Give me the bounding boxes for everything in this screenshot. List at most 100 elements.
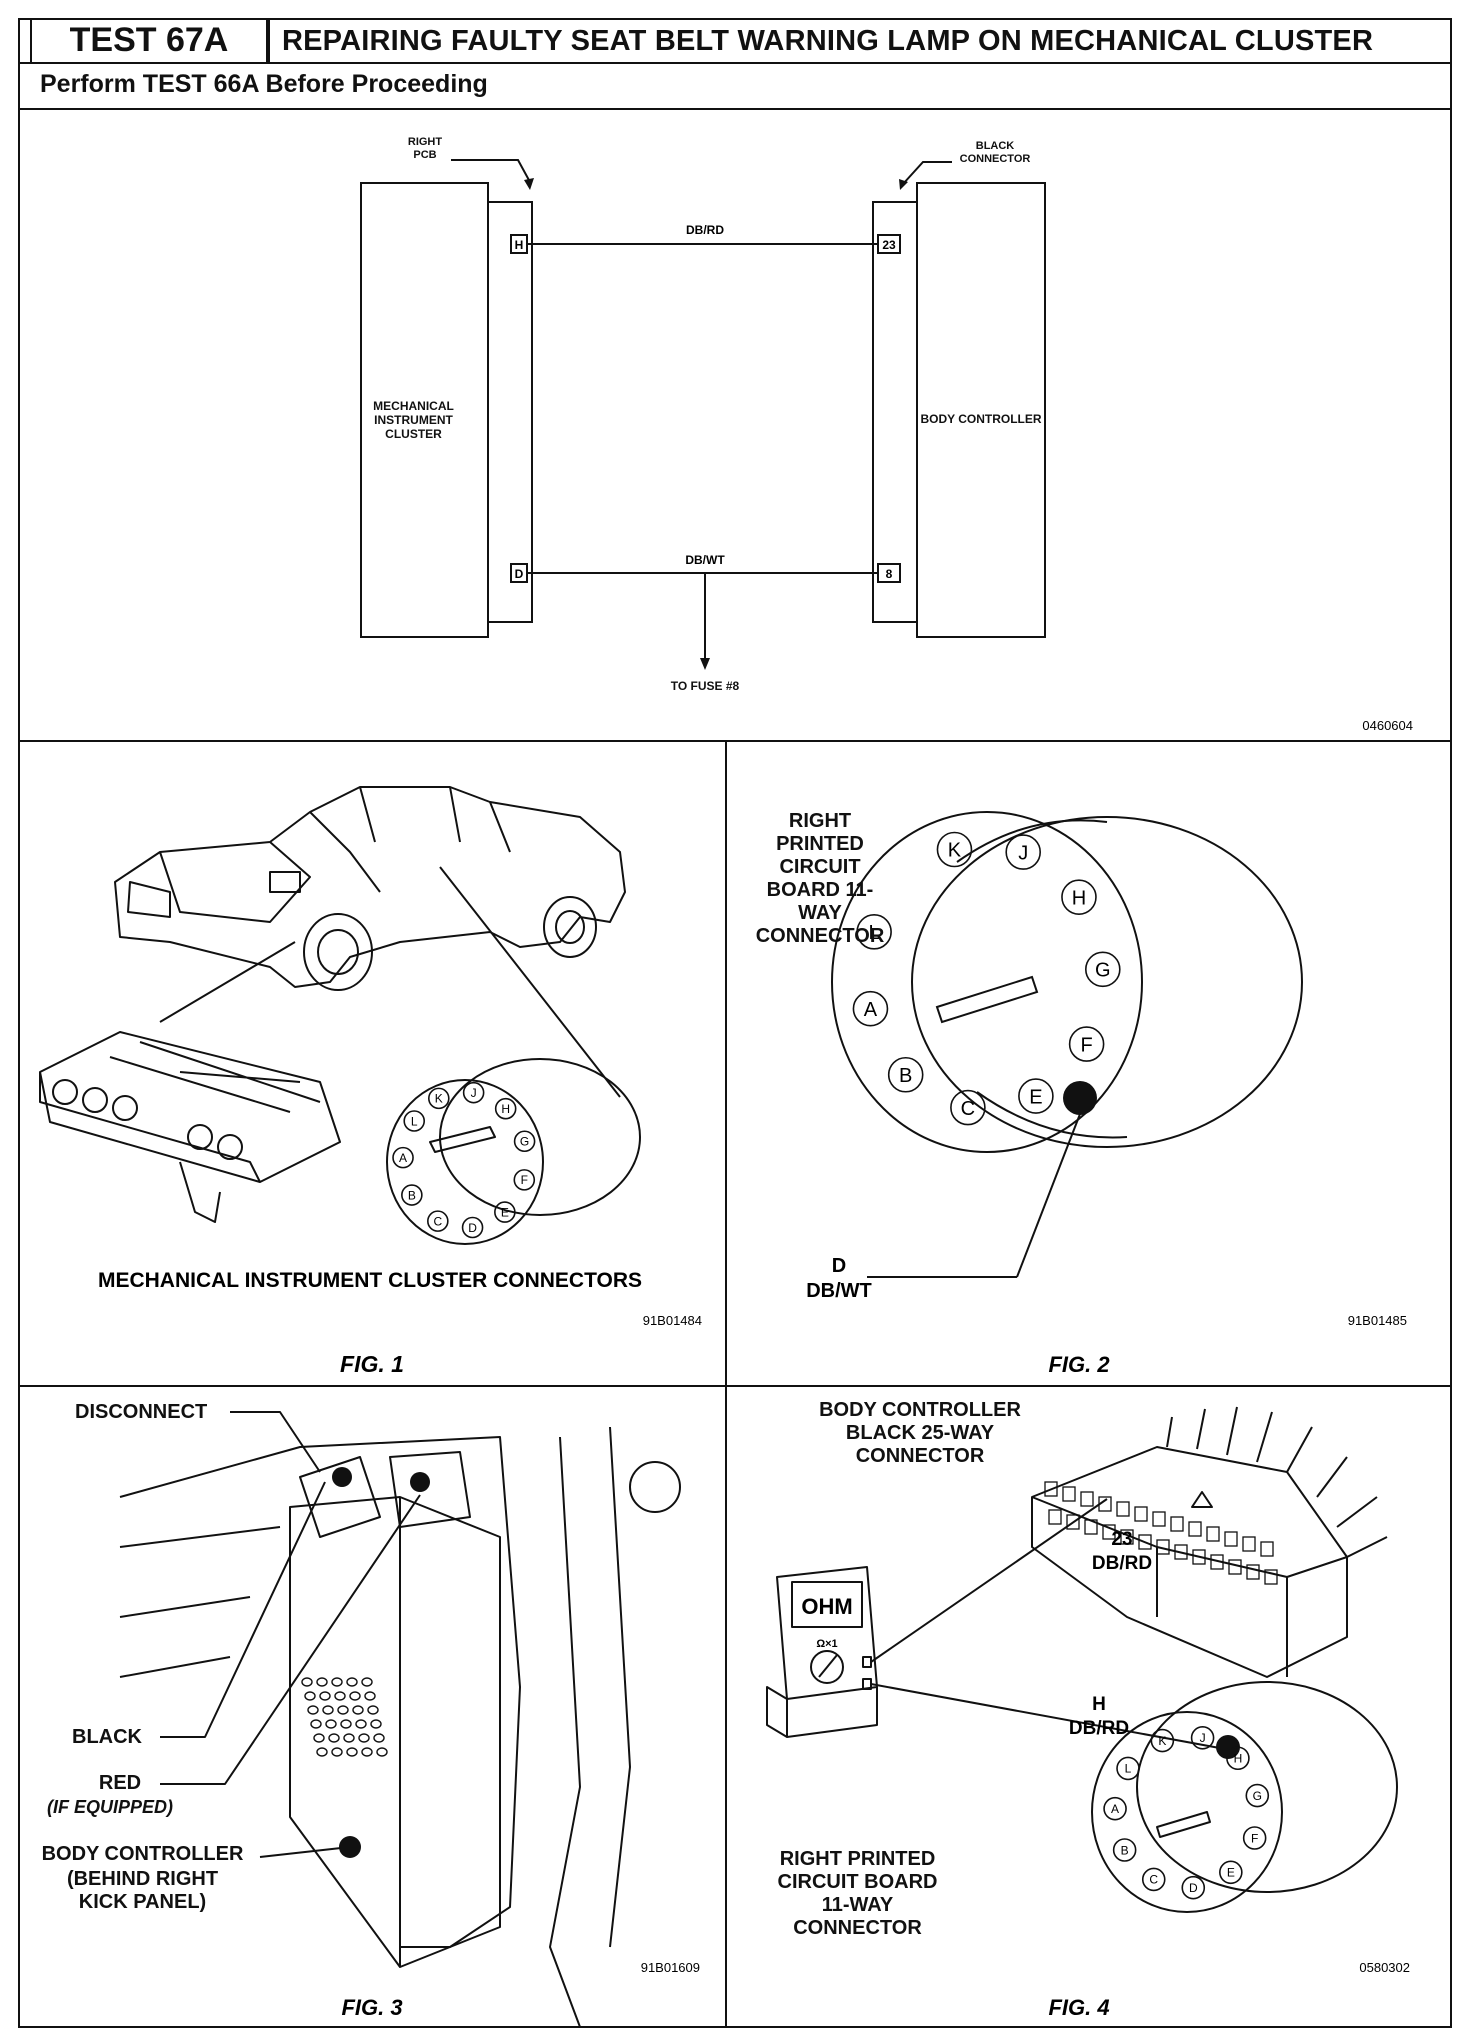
fig2-pins-pin-b-circle <box>887 1056 924 1093</box>
fig4-pins-pin-k: K <box>1158 1734 1166 1748</box>
connector-slot <box>1156 1539 1170 1555</box>
vent-hole <box>376 1747 388 1757</box>
fig4-pins-pin-b: B <box>1121 1843 1129 1857</box>
body-controller-location: (BEHIND RIGHT KICK PANEL) <box>66 1868 219 1913</box>
fig1-pins-pin-a-circle <box>392 1146 414 1169</box>
fuse-arrow <box>700 658 710 670</box>
hinge-detail <box>629 1461 681 1513</box>
car-outline <box>114 786 626 988</box>
vent-hole <box>346 1677 358 1687</box>
vent-hole <box>319 1691 331 1701</box>
fig4-wires <box>1166 1406 1388 1558</box>
fig4-caption: FIG. 4 <box>1048 1995 1109 2020</box>
fig2-caption: FIG. 2 <box>1048 1352 1110 1377</box>
door-frame <box>549 1426 631 2027</box>
fig1-pins-pin-g-circle <box>513 1130 536 1153</box>
connector-slot <box>1246 1564 1260 1580</box>
fig2-pins-pin-g: G <box>1095 960 1111 982</box>
car-windshield <box>309 811 381 893</box>
fig1-pins-pin-h-circle <box>494 1097 517 1120</box>
fig4-pins-pin-l: L <box>1125 1762 1132 1776</box>
harness-latch <box>179 1161 221 1223</box>
fig1-pins-pin-b-circle <box>401 1184 423 1206</box>
connector-slot <box>1120 1529 1134 1545</box>
fig4-pins-pin-k-circle <box>1150 1728 1175 1753</box>
fig4-pins-pin-h: H <box>1234 1752 1243 1766</box>
vent-hole <box>358 1733 370 1743</box>
black-connector-dot <box>332 1467 352 1487</box>
fig1-pins-pin-j: J <box>471 1086 477 1100</box>
right-pcb-leader <box>451 159 531 183</box>
connector-slot <box>1098 1496 1112 1512</box>
fuse-label: TO FUSE #8 <box>670 679 740 693</box>
fig2-leader <box>1016 1113 1081 1278</box>
fig2-pins-pin-l-circle <box>856 914 892 950</box>
fig2-pins-pin-h-circle <box>1061 879 1097 915</box>
connector-slot <box>1044 1481 1058 1497</box>
fig1-caption: FIG. 1 <box>340 1351 404 1377</box>
round-connector-body <box>439 1058 641 1216</box>
header-divider <box>18 62 1452 64</box>
fig4-pins-pin-d-circle <box>1181 1875 1206 1900</box>
fig3-caption: FIG. 3 <box>341 1995 402 2020</box>
connector-slot <box>1152 1511 1166 1527</box>
fig2-connector-face <box>831 811 1143 1153</box>
body-controller-label: BODY CONTROLLER <box>41 1843 244 1865</box>
wiring-schematic: H D 23 8 DB/RD DB/WT 0460604 <box>360 159 1413 733</box>
vent-hole <box>331 1747 343 1757</box>
connector-slot <box>1224 1531 1238 1547</box>
fig1-code: 91B01484 <box>643 1313 702 1328</box>
fig4-code: 0580302 <box>1359 1960 1410 1975</box>
fig4-pins-pin-a-circle <box>1103 1796 1127 1821</box>
black-label: BLACK <box>72 1726 142 1748</box>
connector-slot <box>1170 1516 1184 1532</box>
vent-hole <box>328 1733 340 1743</box>
fig4-key <box>1156 1811 1211 1838</box>
fig4-pins-pin-c: C <box>1149 1873 1158 1887</box>
connector-slot <box>1116 1501 1130 1517</box>
red-connector-plug <box>389 1451 471 1528</box>
fig3-code: 91B01609 <box>641 1960 700 1975</box>
pin-left-bottom: D <box>515 567 524 581</box>
pin-right-top: 23 <box>882 238 896 252</box>
fig1-pins-pin-f: F <box>521 1173 528 1187</box>
fig2-pins-pin-h: H <box>1072 887 1086 909</box>
meter-display: OHM <box>801 1594 852 1619</box>
fig4-pins-pin-j-circle <box>1190 1726 1215 1750</box>
disconnect-leader <box>230 1411 321 1473</box>
vent-hole <box>307 1705 319 1715</box>
fig3-illustration: 91B01609 FIG. 3 <box>119 1411 700 2027</box>
vent-hole <box>361 1747 373 1757</box>
fig1-leader-left <box>159 941 296 1023</box>
fig4-11way-face <box>1091 1711 1283 1913</box>
fig1-pins-pin-l: L <box>411 1114 418 1128</box>
black-connector-label: BLACK CONNECTOR <box>959 140 1031 165</box>
fig4-pins-pin-j: J <box>1200 1731 1206 1745</box>
panel-lines <box>119 1526 281 1678</box>
connector-slot <box>1134 1506 1148 1522</box>
fig4-wire-h: DB/RD <box>1069 1718 1129 1739</box>
fig4-pins-pin-c-circle <box>1141 1867 1166 1892</box>
fig2-pins-pin-c-circle <box>950 1089 986 1126</box>
black-connector-arrow <box>899 179 908 190</box>
title-divider <box>268 18 270 64</box>
round-connector-face <box>386 1079 544 1245</box>
fig2-pins-pin-k-circle <box>936 831 973 868</box>
fig2-pins-pin-e-circle <box>1018 1078 1054 1114</box>
fig2-pins-pin-f: F <box>1081 1034 1093 1056</box>
fig1-pins-pin-k-circle <box>427 1087 450 1110</box>
connector-slot <box>1066 1514 1080 1530</box>
fig2-pins-pin-j-circle <box>1005 834 1042 870</box>
vent-hole <box>370 1719 382 1729</box>
connector-slot <box>1102 1524 1116 1540</box>
vent-hole <box>343 1733 355 1743</box>
red-leader <box>160 1494 421 1785</box>
wire-label-top: DB/RD <box>686 223 724 237</box>
connector-slot <box>1048 1509 1062 1525</box>
connector-slot <box>1188 1521 1202 1537</box>
fig1-pins-pin-k: K <box>435 1092 443 1106</box>
meter-jack-1 <box>862 1656 872 1668</box>
